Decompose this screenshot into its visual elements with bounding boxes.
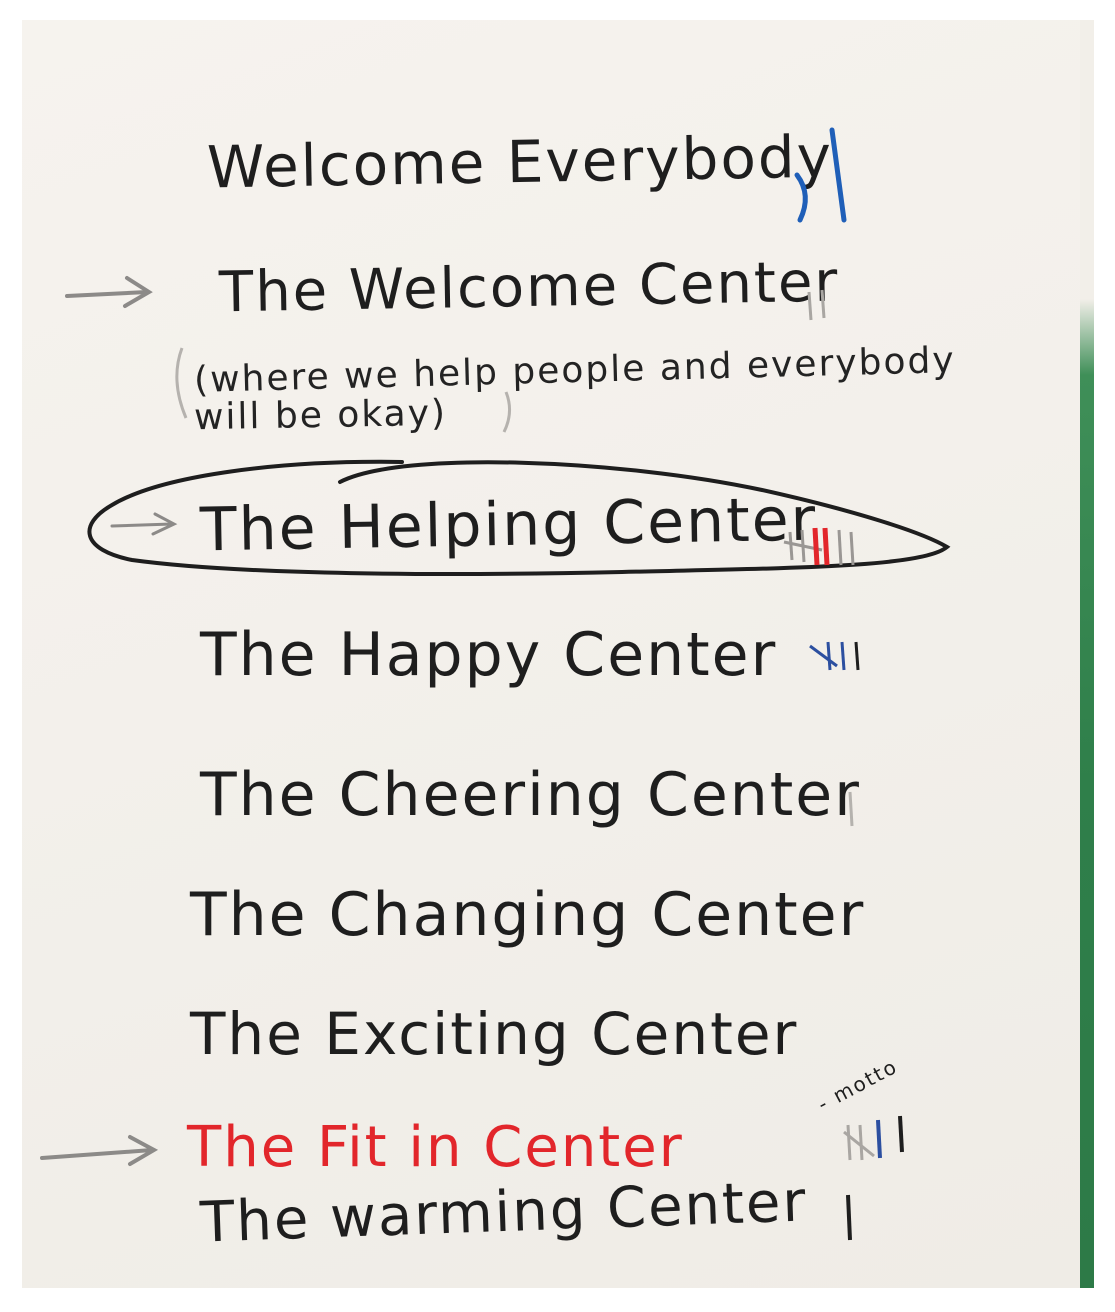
right-arrow-icon (110, 512, 178, 536)
hand-drawn-oval (87, 459, 951, 577)
ink-marks-layer (40, 127, 951, 1241)
tally-marks-icon (783, 527, 855, 566)
tally-marks-icon (848, 791, 854, 827)
green-board-edge (1080, 20, 1094, 1288)
option-fit-in-center: The Fit in Center (187, 1115, 684, 1180)
right-arrow-icon (65, 276, 153, 308)
tally-marks-icon (846, 1194, 852, 1241)
tally-marks-icon (843, 1115, 904, 1161)
option-exciting-center: The Exciting Center (190, 1000, 799, 1068)
tally-marks-icon (807, 289, 826, 321)
option-happy-center: The Happy Center (200, 620, 778, 690)
tally-marks-icon (809, 641, 860, 671)
right-arrow-icon (40, 1135, 159, 1166)
tally-marks-icon (794, 127, 847, 223)
poster-sheet: Welcome Everybody The Welcome Center (wh… (22, 20, 1094, 1288)
option-cheering-center: The Cheering Center (200, 760, 861, 830)
option-changing-center: The Changing Center (190, 880, 866, 950)
